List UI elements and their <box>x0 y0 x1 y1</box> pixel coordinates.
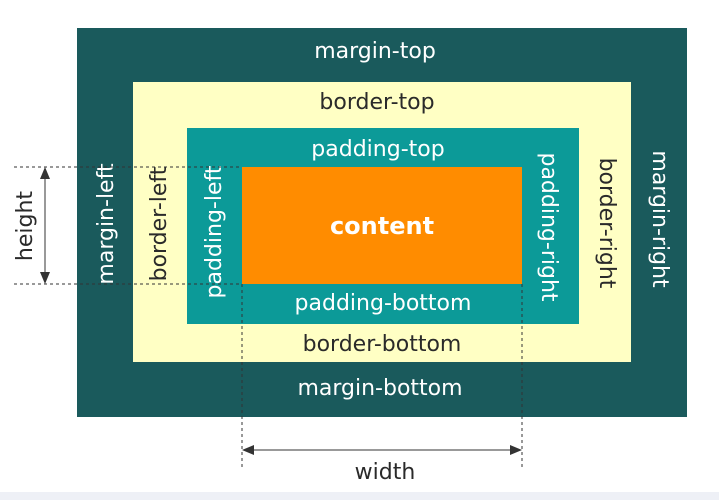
border-top-label: border-top <box>319 90 435 115</box>
bottom-strip <box>0 492 719 500</box>
height-arrow-head-bottom <box>40 272 50 284</box>
padding-bottom-label: padding-bottom <box>294 291 472 316</box>
margin-top-label: margin-top <box>314 39 436 64</box>
width-arrow-head-right <box>510 445 522 455</box>
content-area: content <box>242 167 522 284</box>
width-arrow-head-left <box>242 445 254 455</box>
width-label: width <box>354 460 416 485</box>
height-label: height <box>13 190 38 262</box>
border-bottom-label: border-bottom <box>302 332 462 357</box>
height-arrow-head-top <box>40 167 50 179</box>
margin-bottom-label: margin-bottom <box>297 376 463 401</box>
content-label: content <box>329 211 435 240</box>
padding-top-label: padding-top <box>311 137 445 162</box>
